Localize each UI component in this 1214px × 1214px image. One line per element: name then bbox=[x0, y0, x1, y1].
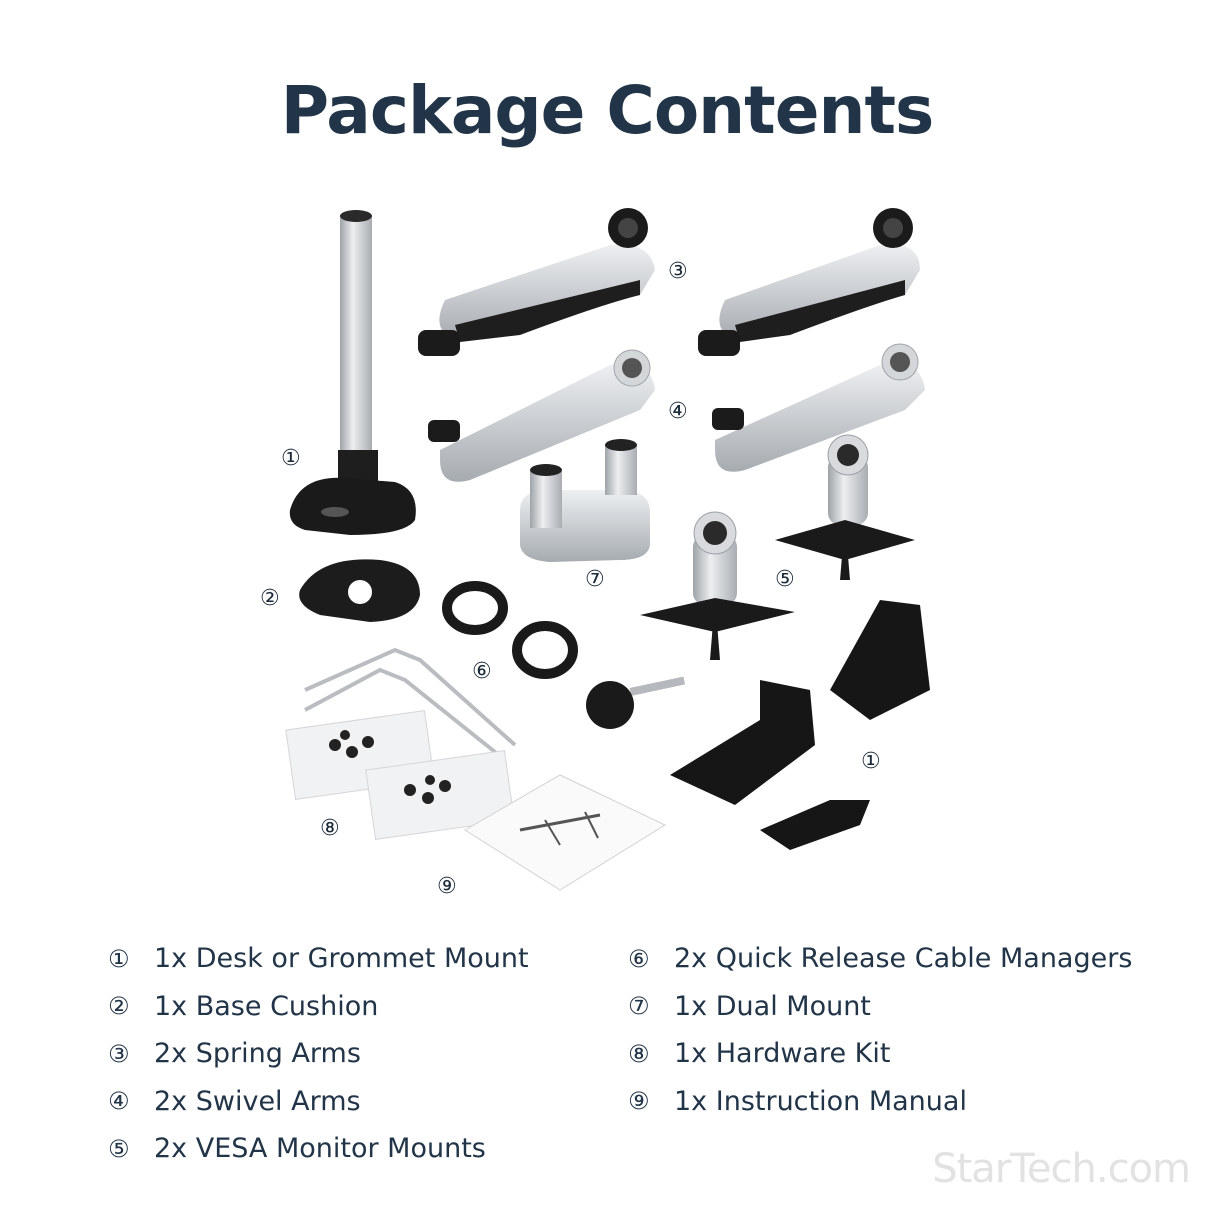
callout-6: ⑥ bbox=[472, 659, 492, 684]
brand-watermark: StarTech.com bbox=[932, 1146, 1191, 1192]
desk-grommet-pole bbox=[289, 210, 416, 535]
callout-3: ③ bbox=[668, 259, 688, 284]
page-title: Package Contents bbox=[280, 72, 935, 149]
base-cushion bbox=[299, 559, 420, 622]
callout-7: ⑦ bbox=[585, 567, 605, 592]
tension-knob bbox=[586, 676, 686, 729]
callout-1-pole: ① bbox=[281, 446, 301, 471]
spring-arm-left bbox=[418, 208, 655, 356]
dual-mount bbox=[520, 439, 650, 562]
vesa-mount-left bbox=[640, 511, 795, 660]
swivel-arm-left bbox=[428, 349, 655, 482]
hex-keys bbox=[304, 647, 517, 762]
callout-1-bracket: ① bbox=[861, 749, 881, 774]
instruction-manual bbox=[464, 774, 667, 891]
spring-arm-right bbox=[698, 208, 920, 356]
hardware-bag-2 bbox=[365, 750, 515, 840]
grommet-bracket bbox=[670, 600, 930, 850]
callout-5: ⑤ bbox=[775, 567, 795, 592]
swivel-arm-right bbox=[712, 343, 925, 472]
callout-9: ⑨ bbox=[437, 874, 457, 899]
callout-8: ⑧ bbox=[320, 816, 340, 841]
package-contents-photo: ① ② ③ ④ ⑤ ⑥ ⑦ ⑧ ⑨ ① bbox=[260, 208, 930, 899]
cable-manager-2 bbox=[512, 621, 578, 679]
vesa-mount-right bbox=[775, 434, 915, 580]
cable-manager-1 bbox=[442, 581, 508, 635]
callout-2: ② bbox=[260, 586, 280, 611]
callout-4: ④ bbox=[668, 399, 688, 424]
